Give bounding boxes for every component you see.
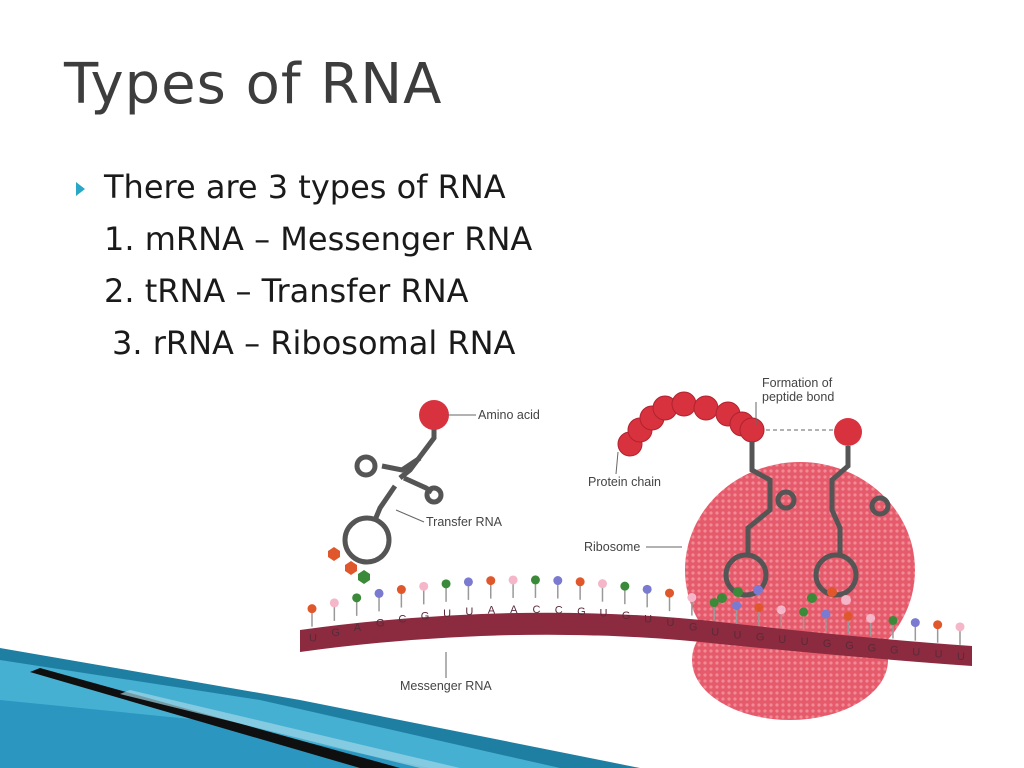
mrna-base-letter: G — [622, 610, 631, 622]
amino-acid-ball — [419, 400, 449, 430]
nucleotide-marker — [396, 585, 406, 595]
nucleotide-marker — [329, 598, 339, 608]
nucleotide-marker — [910, 618, 920, 628]
messenger-rna-strand — [300, 612, 972, 666]
label-peptide-line1: Formation of — [762, 376, 833, 390]
nucleotide-marker — [821, 609, 831, 619]
nucleotide-marker — [776, 605, 786, 615]
bound-codon-markers — [717, 585, 851, 605]
bullet-intro-text: There are 3 types of RNA — [104, 168, 506, 206]
mrna-base-letter: U — [644, 613, 652, 625]
nucleotide-marker — [687, 593, 697, 603]
mrna-base-letter: U — [778, 634, 786, 646]
mrna-base-letter: U — [309, 633, 317, 645]
label-amino-acid: Amino acid — [478, 408, 540, 422]
label-ribosome: Ribosome — [584, 540, 640, 554]
nucleotide-marker — [597, 579, 607, 589]
nucleotide-marker — [463, 577, 473, 587]
translation-diagram: U G A G C G U U A A C C G U G U U G U U G U U G G G G U U U — [300, 376, 972, 720]
nucleotide-marker — [642, 584, 652, 594]
mrna-base-letter: G — [689, 622, 698, 634]
nucleotide-marker — [374, 588, 384, 598]
nucleotide-marker — [575, 577, 585, 587]
nucleotide-marker — [486, 576, 496, 586]
mrna-base-letter: G — [823, 638, 832, 650]
nucleotide-marker — [955, 622, 965, 632]
mrna-base-letter: U — [801, 636, 809, 648]
list-item-text: 1. mRNA – Messenger RNA — [104, 220, 533, 258]
nucleotide-marker — [933, 620, 943, 630]
mrna-base-letter: A — [488, 605, 496, 617]
mrna-base-letter: U — [912, 647, 920, 659]
new-amino-acid — [834, 418, 862, 446]
nucleotide-marker — [888, 615, 898, 625]
mrna-base-letter: U — [734, 630, 742, 642]
mrna-base-letter: U — [935, 649, 943, 661]
list-item-text: 2. tRNA – Transfer RNA — [104, 272, 469, 310]
mrna-bases: U G A G C G U U A A C C G U G U U G U U G U U G G G G U U U — [307, 575, 965, 663]
mrna-base-letter: G — [331, 627, 340, 639]
label-protein-chain: Protein chain — [588, 475, 661, 489]
leader-lines — [395, 402, 757, 678]
mrna-base-letter: G — [845, 640, 854, 652]
nucleotide-marker — [508, 575, 518, 585]
mrna-base-letter: G — [756, 632, 765, 644]
mrna-base-letter: G — [376, 617, 385, 629]
list-item-text: 3. rRNA – Ribosomal RNA — [112, 324, 516, 362]
mrna-base-letter: U — [667, 617, 675, 629]
ribosome — [685, 462, 915, 720]
mrna-base-letter: C — [532, 604, 540, 616]
label-peptide-line2: peptide bond — [762, 390, 834, 404]
nucleotide-marker — [620, 581, 630, 591]
mrna-base-letter: U — [443, 608, 451, 620]
nucleotide-marker — [754, 603, 764, 613]
label-transfer-rna: Transfer RNA — [426, 515, 503, 529]
free-trna-anticodons — [328, 547, 370, 584]
mrna-base-letter: G — [890, 644, 899, 656]
nucleotide-marker — [441, 579, 451, 589]
nucleotide-marker — [419, 581, 429, 591]
nucleotide-marker — [709, 598, 719, 608]
transfer-rna-free — [342, 418, 444, 565]
mrna-base-letter: A — [354, 622, 362, 634]
nucleotide-marker — [352, 593, 362, 603]
mrna-base-letter: U — [599, 608, 607, 620]
mrna-base-letter: C — [398, 614, 406, 626]
mrna-base-letter: U — [957, 651, 965, 663]
slide-title: Types of RNA — [64, 52, 443, 117]
mrna-base-letter: C — [555, 605, 563, 617]
nucleotide-marker — [732, 601, 742, 611]
protein-chain — [617, 391, 765, 457]
nucleotide-marker — [799, 607, 809, 617]
nucleotide-marker — [553, 576, 563, 586]
label-messenger-rna: Messenger RNA — [400, 679, 492, 693]
nucleotide-marker — [307, 604, 317, 614]
bullet-arrow-icon — [76, 182, 85, 196]
mrna-base-letter: U — [711, 627, 719, 639]
nucleotide-marker — [843, 611, 853, 621]
mrna-base-letter: A — [510, 604, 518, 616]
mrna-base-letter: G — [421, 610, 430, 622]
mrna-base-letter: G — [577, 606, 586, 618]
nucleotide-marker — [665, 588, 675, 598]
nucleotide-marker — [866, 613, 876, 623]
mrna-base-letter: G — [868, 642, 877, 654]
nucleotide-marker — [530, 575, 540, 585]
mrna-base-letter: U — [465, 606, 473, 618]
